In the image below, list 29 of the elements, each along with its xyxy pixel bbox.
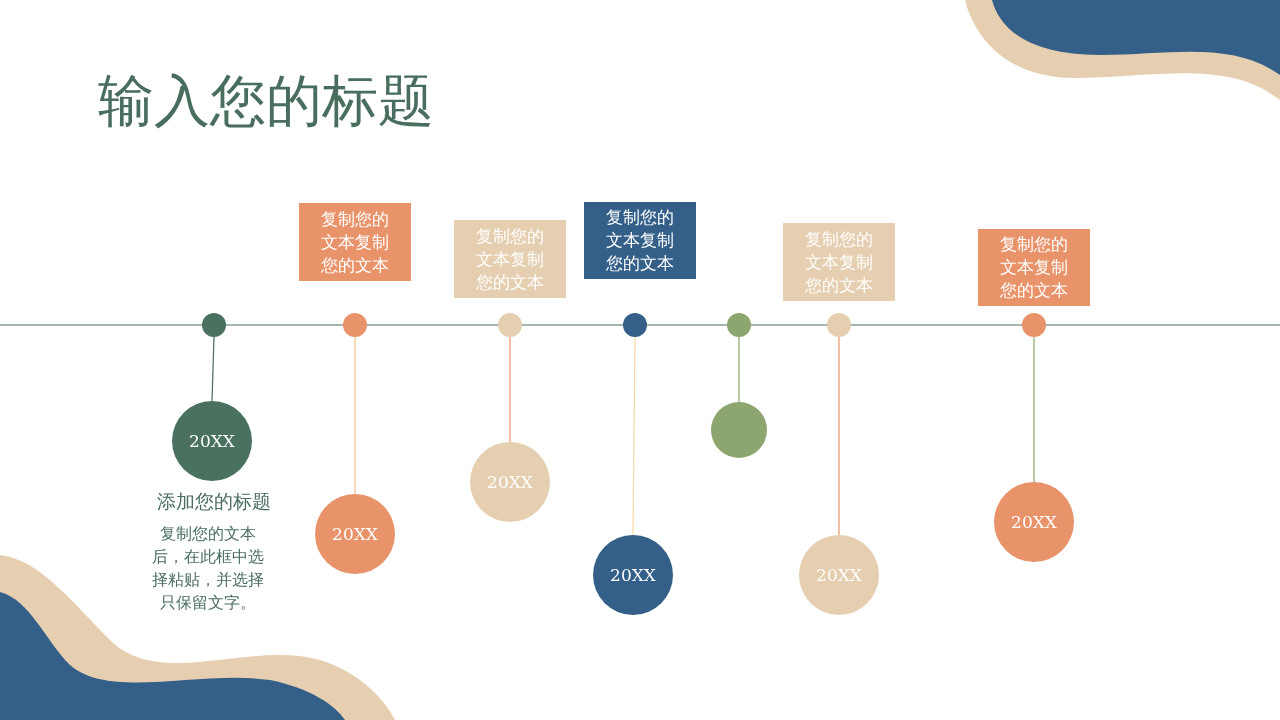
text-box: 复制您的文本复制您的文本 xyxy=(299,203,411,281)
year-circle: 20XX xyxy=(593,535,673,615)
connector-line xyxy=(1033,336,1035,483)
timeline-dot xyxy=(343,313,367,337)
year-circle: 20XX xyxy=(799,535,879,615)
year-circle: 20XX xyxy=(994,482,1074,562)
timeline-dot xyxy=(623,313,647,337)
year-circle: 20XX xyxy=(172,401,252,481)
timeline-dot xyxy=(827,313,851,337)
text-box: 复制您的文本复制您的文本 xyxy=(584,201,696,279)
timeline-dot xyxy=(727,313,751,337)
body-text: 复制您的文本后，在此框中选择粘贴，并选择只保留文字。 xyxy=(151,523,265,614)
text-box: 复制您的文本复制您的文本 xyxy=(454,220,566,298)
timeline-dot xyxy=(498,313,522,337)
title: 输入您的标题 xyxy=(98,67,434,135)
year-circle: 20XX xyxy=(315,494,395,574)
connector-line xyxy=(838,336,840,536)
text-box: 复制您的文本复制您的文本 xyxy=(783,223,895,301)
connector-line xyxy=(354,336,356,495)
connector-line xyxy=(632,336,636,536)
timeline-dot xyxy=(1022,313,1046,337)
connector-line xyxy=(211,336,215,402)
connector-line xyxy=(509,336,511,443)
timeline-dot xyxy=(202,313,226,337)
circle xyxy=(711,402,767,458)
text-box: 复制您的文本复制您的文本 xyxy=(978,228,1090,306)
connector-line xyxy=(738,336,740,403)
heading-text: 添加您的标题 xyxy=(156,489,272,514)
year-circle: 20XX xyxy=(470,442,550,522)
